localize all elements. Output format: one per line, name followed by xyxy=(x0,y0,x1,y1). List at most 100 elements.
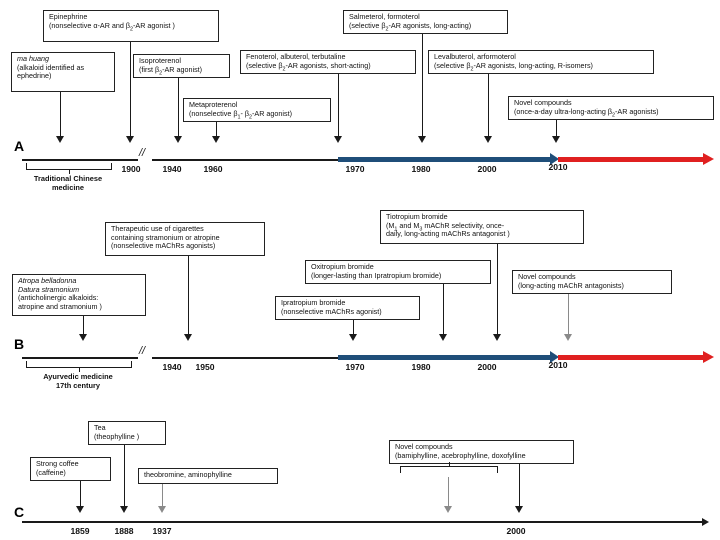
arrowhead-oxitropium xyxy=(439,334,447,341)
coffee-desc: (caffeine) xyxy=(36,467,66,477)
connector-coffee xyxy=(80,481,81,507)
arrowhead-cigarettes xyxy=(184,334,192,341)
fenoterol-title: Fenoterol, albuterol, terbutaline xyxy=(246,52,346,61)
section-label-b: B xyxy=(14,336,25,352)
ma-huang-title: ma huang xyxy=(17,54,49,63)
year-a-1940: 1940 xyxy=(162,164,182,174)
tea-title: Tea xyxy=(94,423,106,432)
axis-c xyxy=(22,521,704,523)
novel-a-desc: (once-a-day ultra-long-acting β2-AR agon… xyxy=(514,106,659,119)
year-a-2010: 2010 xyxy=(548,162,568,172)
salmeterol-title: Salmeterol, formoterol xyxy=(349,12,420,21)
atropa-title-1: Atropa belladonna xyxy=(18,276,77,285)
arrowhead-epinephrine xyxy=(126,136,134,143)
label-box-atropa-belladonna: Atropa belladonna Datura stramonium (ant… xyxy=(12,274,146,316)
oxitropium-desc: (longer-lasting than Ipratropium bromide… xyxy=(311,270,442,280)
connector-cigarettes xyxy=(188,256,189,335)
bracket-ayurvedic xyxy=(26,361,132,372)
connector-isoproterenol xyxy=(178,78,179,137)
metaproterenol-desc: (nonselective β1- β2-AR agonist) xyxy=(189,108,292,121)
connector-tea xyxy=(124,445,125,507)
axis-break-b: // xyxy=(139,345,146,357)
arrowhead-isoproterenol xyxy=(174,136,182,143)
label-box-ma-huang: ma huang (alkaloid identified as ephedri… xyxy=(11,52,115,92)
year-b-2010: 2010 xyxy=(548,360,568,370)
axis-a-black xyxy=(152,159,340,161)
isoproterenol-desc: (first β2-AR agonist) xyxy=(139,64,203,77)
label-box-ipratropium: Ipratropium bromide (nonselective mAChRs… xyxy=(275,296,420,320)
axis-a-red-arrowhead xyxy=(703,153,714,165)
axis-b-pre-break xyxy=(22,357,138,359)
metaproterenol-title: Metaproterenol xyxy=(189,100,238,109)
axis-a-pre-break xyxy=(22,159,138,161)
axis-c-arrowhead xyxy=(702,518,709,526)
connector-epinephrine xyxy=(130,42,131,137)
year-c-1859: 1859 xyxy=(70,526,90,536)
year-a-1960: 1960 xyxy=(203,164,223,174)
arrowhead-novel-c-single xyxy=(515,506,523,513)
caption-traditional-chinese: Traditional Chinese medicine xyxy=(33,174,103,192)
label-box-epinephrine: Epinephrine (nonselective α-AR and β2-AR… xyxy=(43,10,219,42)
connector-novel-c-single xyxy=(519,464,520,507)
bracket-novel-c xyxy=(400,462,498,473)
epinephrine-title: Epinephrine xyxy=(49,12,88,21)
arrowhead-coffee xyxy=(76,506,84,513)
connector-oxitropium xyxy=(443,284,444,335)
fenoterol-desc: (selective β2-AR agonists, short-acting) xyxy=(246,60,371,73)
connector-novel-c-group xyxy=(448,477,449,507)
label-box-levalbuterol: Levalbuterol, arformoterol (selective β2… xyxy=(428,50,654,74)
axis-a-blue-arrowhead xyxy=(550,153,559,165)
tiotropium-desc-2: daily, long-acting mAChRs antagonist ) xyxy=(386,229,510,239)
connector-levalbuterol xyxy=(488,74,489,137)
bracket-traditional-chinese xyxy=(26,163,112,174)
label-box-novel-compounds-b: Novel compounds (long-acting mAChR antag… xyxy=(512,270,672,294)
label-box-oxitropium: Oxitropium bromide (longer-lasting than … xyxy=(305,260,491,284)
tiotropium-title: Tiotropium bromide xyxy=(386,212,448,221)
axis-b-black xyxy=(152,357,340,359)
label-box-novel-compounds-a: Novel compounds (once-a-day ultra-long-a… xyxy=(508,96,714,120)
label-box-tea: Tea (theophylline ) xyxy=(88,421,166,445)
year-b-1970: 1970 xyxy=(345,362,365,372)
ipratropium-desc: (nonselective mAChRs agonist) xyxy=(281,306,382,316)
connector-metaproterenol xyxy=(216,122,217,137)
arrowhead-novel-a xyxy=(552,136,560,143)
cigarettes-title: Therapeutic use of cigarettes xyxy=(111,224,204,233)
novel-b-desc: (long-acting mAChR antagonists) xyxy=(518,280,624,290)
label-box-tiotropium: Tiotropium bromide (M1 and M3 mAChR sele… xyxy=(380,210,584,244)
arrowhead-levalbuterol xyxy=(484,136,492,143)
oxitropium-title: Oxitropium bromide xyxy=(311,262,374,271)
connector-theobromine xyxy=(162,484,163,507)
axis-a-blue xyxy=(338,157,550,162)
year-a-1980: 1980 xyxy=(411,164,431,174)
year-b-1950: 1950 xyxy=(195,362,215,372)
atropa-title-2: Datura stramonium xyxy=(18,284,80,294)
label-box-isoproterenol: Isoproterenol (first β2-AR agonist) xyxy=(133,54,230,78)
epinephrine-desc: (nonselective α-AR and β2-AR agonist ) xyxy=(49,20,175,33)
axis-b-red-arrowhead xyxy=(703,351,714,363)
theobromine-title: theobromine, aminophylline xyxy=(144,470,232,479)
connector-tiotropium xyxy=(497,244,498,335)
section-label-a: A xyxy=(14,138,25,154)
atropa-desc-2: atropine and stramonium ) xyxy=(18,301,102,311)
tiotropium-desc-1: (M1 and M3 mAChR selectivity, once- xyxy=(386,220,505,233)
arrowhead-metaproterenol xyxy=(212,136,220,143)
label-box-fenoterol: Fenoterol, albuterol, terbutaline (selec… xyxy=(240,50,416,74)
year-a-1900: 1900 xyxy=(121,164,141,174)
novel-c-title: Novel compounds xyxy=(395,442,453,451)
ipratropium-title: Ipratropium bromide xyxy=(281,298,346,307)
label-box-therapeutic-cigarettes: Therapeutic use of cigarettes containing… xyxy=(105,222,265,256)
tea-desc: (theophylline ) xyxy=(94,431,140,441)
axis-break-a: // xyxy=(139,147,146,159)
axis-a-red xyxy=(558,157,703,162)
arrowhead-ma-huang xyxy=(56,136,64,143)
section-label-c: C xyxy=(14,504,25,520)
label-box-salmeterol: Salmeterol, formoterol (selective β2-AR … xyxy=(343,10,508,34)
atropa-desc-1: (anticholinergic alkaloids: xyxy=(18,293,99,303)
axis-b-red xyxy=(558,355,703,360)
year-c-1888: 1888 xyxy=(114,526,134,536)
novel-a-title: Novel compounds xyxy=(514,98,572,107)
levalbuterol-title: Levalbuterol, arformoterol xyxy=(434,52,516,61)
connector-novel-b xyxy=(568,294,569,335)
connector-atropa xyxy=(83,316,84,335)
